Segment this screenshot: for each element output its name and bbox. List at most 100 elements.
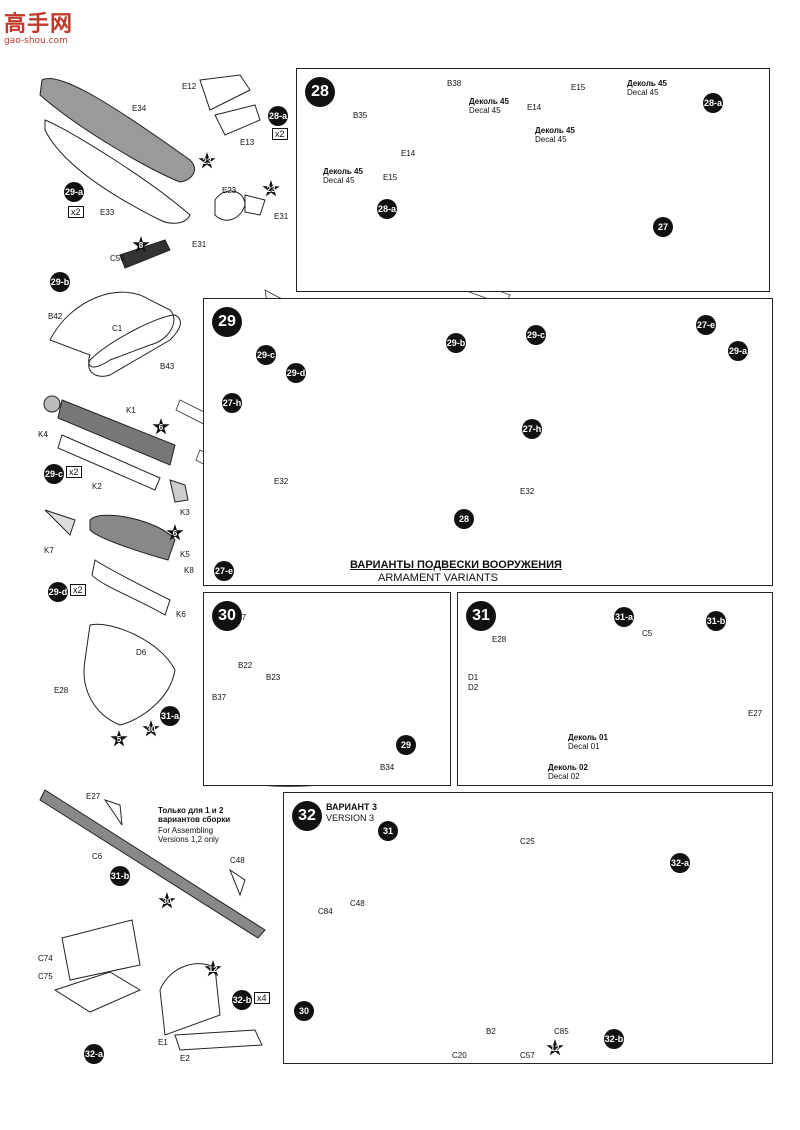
part-label: C75 <box>38 972 53 981</box>
ref-marker: 31-b <box>706 611 726 631</box>
part-label: C20 <box>452 1051 467 1060</box>
part-label: B37 <box>212 693 227 702</box>
part-label: C56 <box>110 254 125 263</box>
part-label: B23 <box>266 673 281 682</box>
part-label: C48 <box>230 856 245 865</box>
assembly-note: вариантов сборки <box>158 815 231 824</box>
ref-marker: 31-b <box>110 866 130 886</box>
part-label: C74 <box>38 954 53 963</box>
part-label: B2 <box>486 1027 496 1036</box>
part-label: B22 <box>238 661 253 670</box>
part-label: K6 <box>176 610 186 619</box>
decal-label: Деколь 45 <box>323 167 363 176</box>
part-label: C85 <box>554 1027 569 1036</box>
ref-marker: 31-a <box>160 706 180 726</box>
part-label: K7 <box>44 546 54 555</box>
part-label: B42 <box>48 312 63 321</box>
ref-marker: 32-b <box>232 990 252 1010</box>
step-number: 28 <box>305 77 335 107</box>
ref-marker: 31 <box>378 821 398 841</box>
ref-marker: 27-e <box>214 561 234 581</box>
step-32-panel: 32 ВАРИАНТ 3 VERSION 3 31 C25 C48 C84 30… <box>283 792 773 1064</box>
ref-marker: 31-a <box>614 607 634 627</box>
part-label: B38 <box>447 79 462 88</box>
decal-label: Деколь 01 <box>568 733 608 742</box>
step-number: 32 <box>292 801 322 831</box>
decal-label: Деколь 02 <box>548 763 588 772</box>
armament-title: ВАРИАНТЫ ПОДВЕСКИ ВООРУЖЕНИЯ <box>350 559 562 571</box>
ref-marker: 29-a <box>728 341 748 361</box>
decal-label: Decal 45 <box>323 176 355 185</box>
ref-marker: 29-a <box>64 182 84 202</box>
version-subtitle: VERSION 3 <box>326 813 375 823</box>
step-number: 30 <box>212 601 242 631</box>
decal-label: Деколь 45 <box>469 97 509 106</box>
part-label: B34 <box>380 763 395 772</box>
part-label: E31 <box>274 212 289 221</box>
part-label: E32 <box>520 487 535 496</box>
step-30-panel: 30 D7 B22 B23 B37 B34 29 <box>203 592 451 786</box>
glue-star: 12 <box>546 1039 564 1056</box>
logo-text: 高手网 <box>4 12 74 37</box>
ref-marker: 29-c <box>256 345 276 365</box>
part-label: E14 <box>401 149 416 158</box>
part-label: D1 <box>468 673 479 682</box>
ref-marker: 29-b <box>50 272 70 292</box>
part-label: C48 <box>350 899 365 908</box>
part-label: K4 <box>38 430 48 439</box>
part-label: C5 <box>642 629 653 638</box>
part-label: E33 <box>100 208 115 217</box>
ref-marker: 28 <box>454 509 474 529</box>
part-label: B43 <box>160 362 175 371</box>
armament-subtitle: ARMAMENT VARIANTS <box>378 572 498 584</box>
part-label: E1 <box>158 1038 168 1047</box>
part-label: D7 <box>236 613 247 622</box>
part-label: E15 <box>383 173 398 182</box>
part-label: K5 <box>180 550 190 559</box>
step-31-panel: 31 E28 D1 D2 31-a C5 31-b E27 Деколь 01 … <box>457 592 773 786</box>
part-label: C1 <box>112 324 123 333</box>
assembly-note: Только для 1 и 2 <box>158 806 224 815</box>
decal-label: Деколь 45 <box>627 79 667 88</box>
watermark-logo: 高手网 gao-shou.com <box>4 6 73 46</box>
step-29-panel: 29 29-c 29-d 29-b 27-h E32 27-e 28 29-c … <box>203 298 773 586</box>
assembly-note: For Assembling <box>158 826 214 835</box>
ref-marker: 27-h <box>522 419 542 439</box>
part-label: E32 <box>274 477 289 486</box>
ref-marker: 29-c <box>44 464 64 484</box>
ref-marker: 30 <box>294 1001 314 1021</box>
ref-marker: 29 <box>396 735 416 755</box>
part-label: B35 <box>353 111 368 120</box>
part-label: E28 <box>492 635 507 644</box>
multiplier: x2 <box>66 466 82 478</box>
ref-marker: 27-h <box>222 393 242 413</box>
part-label: E31 <box>192 240 207 249</box>
part-label: K3 <box>180 508 190 517</box>
ref-marker: 28-a <box>377 199 397 219</box>
multiplier: x2 <box>70 584 86 596</box>
ref-marker: 27-e <box>696 315 716 335</box>
decal-label: Decal 45 <box>627 88 659 97</box>
part-label: E28 <box>54 686 69 695</box>
ref-marker: 28-a <box>268 106 288 126</box>
ref-marker: 29-c <box>526 325 546 345</box>
part-label: C84 <box>318 907 333 916</box>
part-label: K2 <box>92 482 102 491</box>
multiplier: x4 <box>254 992 270 1004</box>
multiplier: x2 <box>272 128 288 140</box>
part-label: C25 <box>520 837 535 846</box>
step-number: 31 <box>466 601 496 631</box>
part-label: E27 <box>748 709 763 718</box>
version-title: ВАРИАНТ 3 <box>326 802 378 812</box>
ref-marker: 32-a <box>84 1044 104 1064</box>
decal-label: Decal 01 <box>568 742 600 751</box>
part-label: E15 <box>571 83 586 92</box>
ref-marker: 29-d <box>286 363 306 383</box>
part-label: E2 <box>180 1054 190 1063</box>
ref-marker: 29-d <box>48 582 68 602</box>
decal-label: Decal 02 <box>548 772 580 781</box>
part-label: D2 <box>468 683 479 692</box>
part-label: D6 <box>136 648 147 657</box>
multiplier: x2 <box>68 206 84 218</box>
decal-label: Decal 45 <box>535 135 567 144</box>
